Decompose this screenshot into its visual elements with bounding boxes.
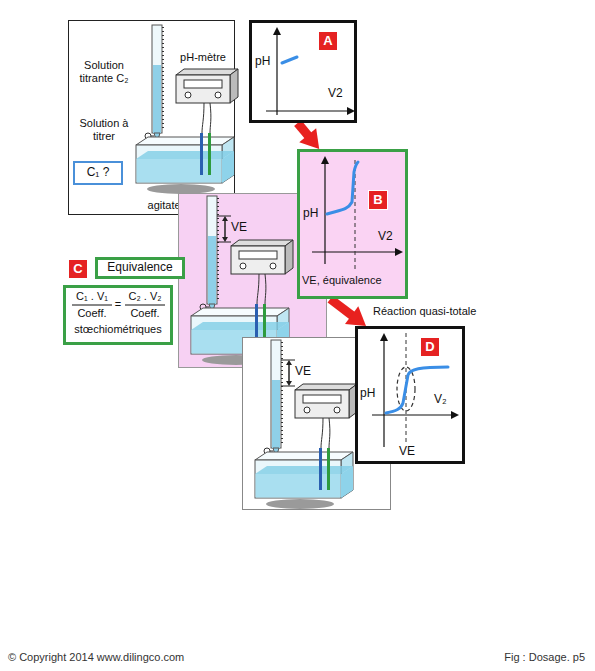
- callout-letter: D: [425, 339, 434, 354]
- label-holder: Fig : Dosage. p5: [504, 651, 585, 663]
- label-holder: © Copyright 2014 www.dilingco.com: [8, 651, 184, 663]
- formula-term: Coeff.: [77, 307, 106, 319]
- copyright-note: © Copyright 2014 www.dilingco.com: [8, 651, 184, 663]
- formula-term: C₁ . V₁: [76, 290, 108, 302]
- equivalence-label: VE, équivalence: [302, 274, 382, 286]
- text-holder: Solution à titrer: [73, 117, 135, 142]
- unknown-label: C₁ ?: [87, 165, 110, 179]
- axis-label: V2: [378, 229, 393, 243]
- flow-arrow: [330, 299, 366, 326]
- text-holder: Coeff.: [69, 307, 115, 320]
- axis-label: pH: [303, 206, 318, 220]
- axis-label: pH: [255, 54, 270, 68]
- callout-letter: A: [323, 33, 332, 48]
- arrow-head: [299, 128, 319, 149]
- unknown-box: C₁ ?: [73, 161, 123, 185]
- arrow-head: [345, 306, 366, 326]
- formula-term: Coeff.: [130, 307, 159, 319]
- axis-label: V₂: [434, 392, 447, 406]
- ph-curve-start: [252, 23, 354, 120]
- edge-label-holder: Réaction quasi-totale: [372, 305, 477, 317]
- text-holder: V2: [378, 230, 402, 244]
- volume-label: VE: [295, 364, 311, 378]
- formula-term: C₂ . V₂: [129, 290, 162, 302]
- flow-arrow: [298, 123, 320, 149]
- arrow-shaft: [330, 299, 353, 316]
- axis-label: V2: [328, 86, 343, 100]
- callout-badge: B: [368, 190, 388, 210]
- text-holder: Equivalence: [98, 261, 182, 275]
- edge-label: Réaction quasi-totale: [373, 305, 476, 317]
- text-holder: pH: [360, 387, 380, 401]
- text-holder: Solution titrante C₂: [71, 59, 137, 84]
- callout-letter: B: [373, 192, 382, 207]
- text-holder: =: [113, 298, 123, 311]
- setup-panel: Solution titrante C₂ pH-mètreSolution à t…: [68, 20, 235, 215]
- callout-badge: C: [68, 259, 88, 279]
- text-holder: C₂ . V₂: [122, 290, 168, 303]
- text-holder: VE: [295, 365, 319, 379]
- volume-label: VE: [399, 444, 415, 458]
- arrow-shaft: [298, 123, 309, 137]
- graph-panel: pH V2 A: [249, 20, 357, 123]
- text-holder: D: [421, 340, 439, 355]
- text-holder: pH-mètre: [173, 51, 233, 64]
- text-holder: Coeff.: [122, 307, 168, 320]
- text-holder: V₂: [434, 393, 458, 407]
- reagent-label: Solution titrante C₂: [80, 59, 129, 84]
- formula-sign: =: [115, 298, 121, 310]
- text-holder: stœchiométriques: [66, 323, 170, 336]
- text-holder: C₁ . V₁: [69, 290, 115, 303]
- graph-panel: pH V2VE, équivalence B: [297, 149, 408, 299]
- formula-box: C₁ . V₁ Coeff. = C₂ . V₂ Coeff. stœchiométriq…: [63, 285, 173, 345]
- reagent-label: Solution à titrer: [80, 117, 129, 142]
- text-holder: C: [69, 262, 87, 277]
- callout-badge: A: [318, 31, 338, 51]
- callout-letter: C: [73, 261, 82, 276]
- axis-label: pH: [360, 386, 375, 400]
- concept-box: Equivalence: [95, 257, 185, 279]
- text-holder: VE, équivalence: [302, 274, 403, 287]
- callout-badge: D: [420, 337, 440, 357]
- device-label: pH-mètre: [180, 51, 226, 63]
- volume-label: VE: [231, 220, 247, 234]
- text-holder: V2: [328, 87, 352, 101]
- text-holder: A: [319, 34, 337, 49]
- text-holder: VE: [395, 445, 419, 459]
- text-holder: pH: [303, 207, 323, 221]
- graph-panel: pH V₂ VE D: [355, 326, 465, 464]
- figure-reference: Fig : Dosage. p5: [504, 651, 585, 663]
- formula-term: stœchiométriques: [74, 323, 161, 335]
- text-holder: C₁ ?: [75, 166, 121, 180]
- text-holder: VE: [231, 221, 255, 235]
- text-holder: pH: [255, 55, 275, 69]
- text-holder: B: [369, 193, 387, 208]
- concept-label: Equivalence: [107, 260, 172, 274]
